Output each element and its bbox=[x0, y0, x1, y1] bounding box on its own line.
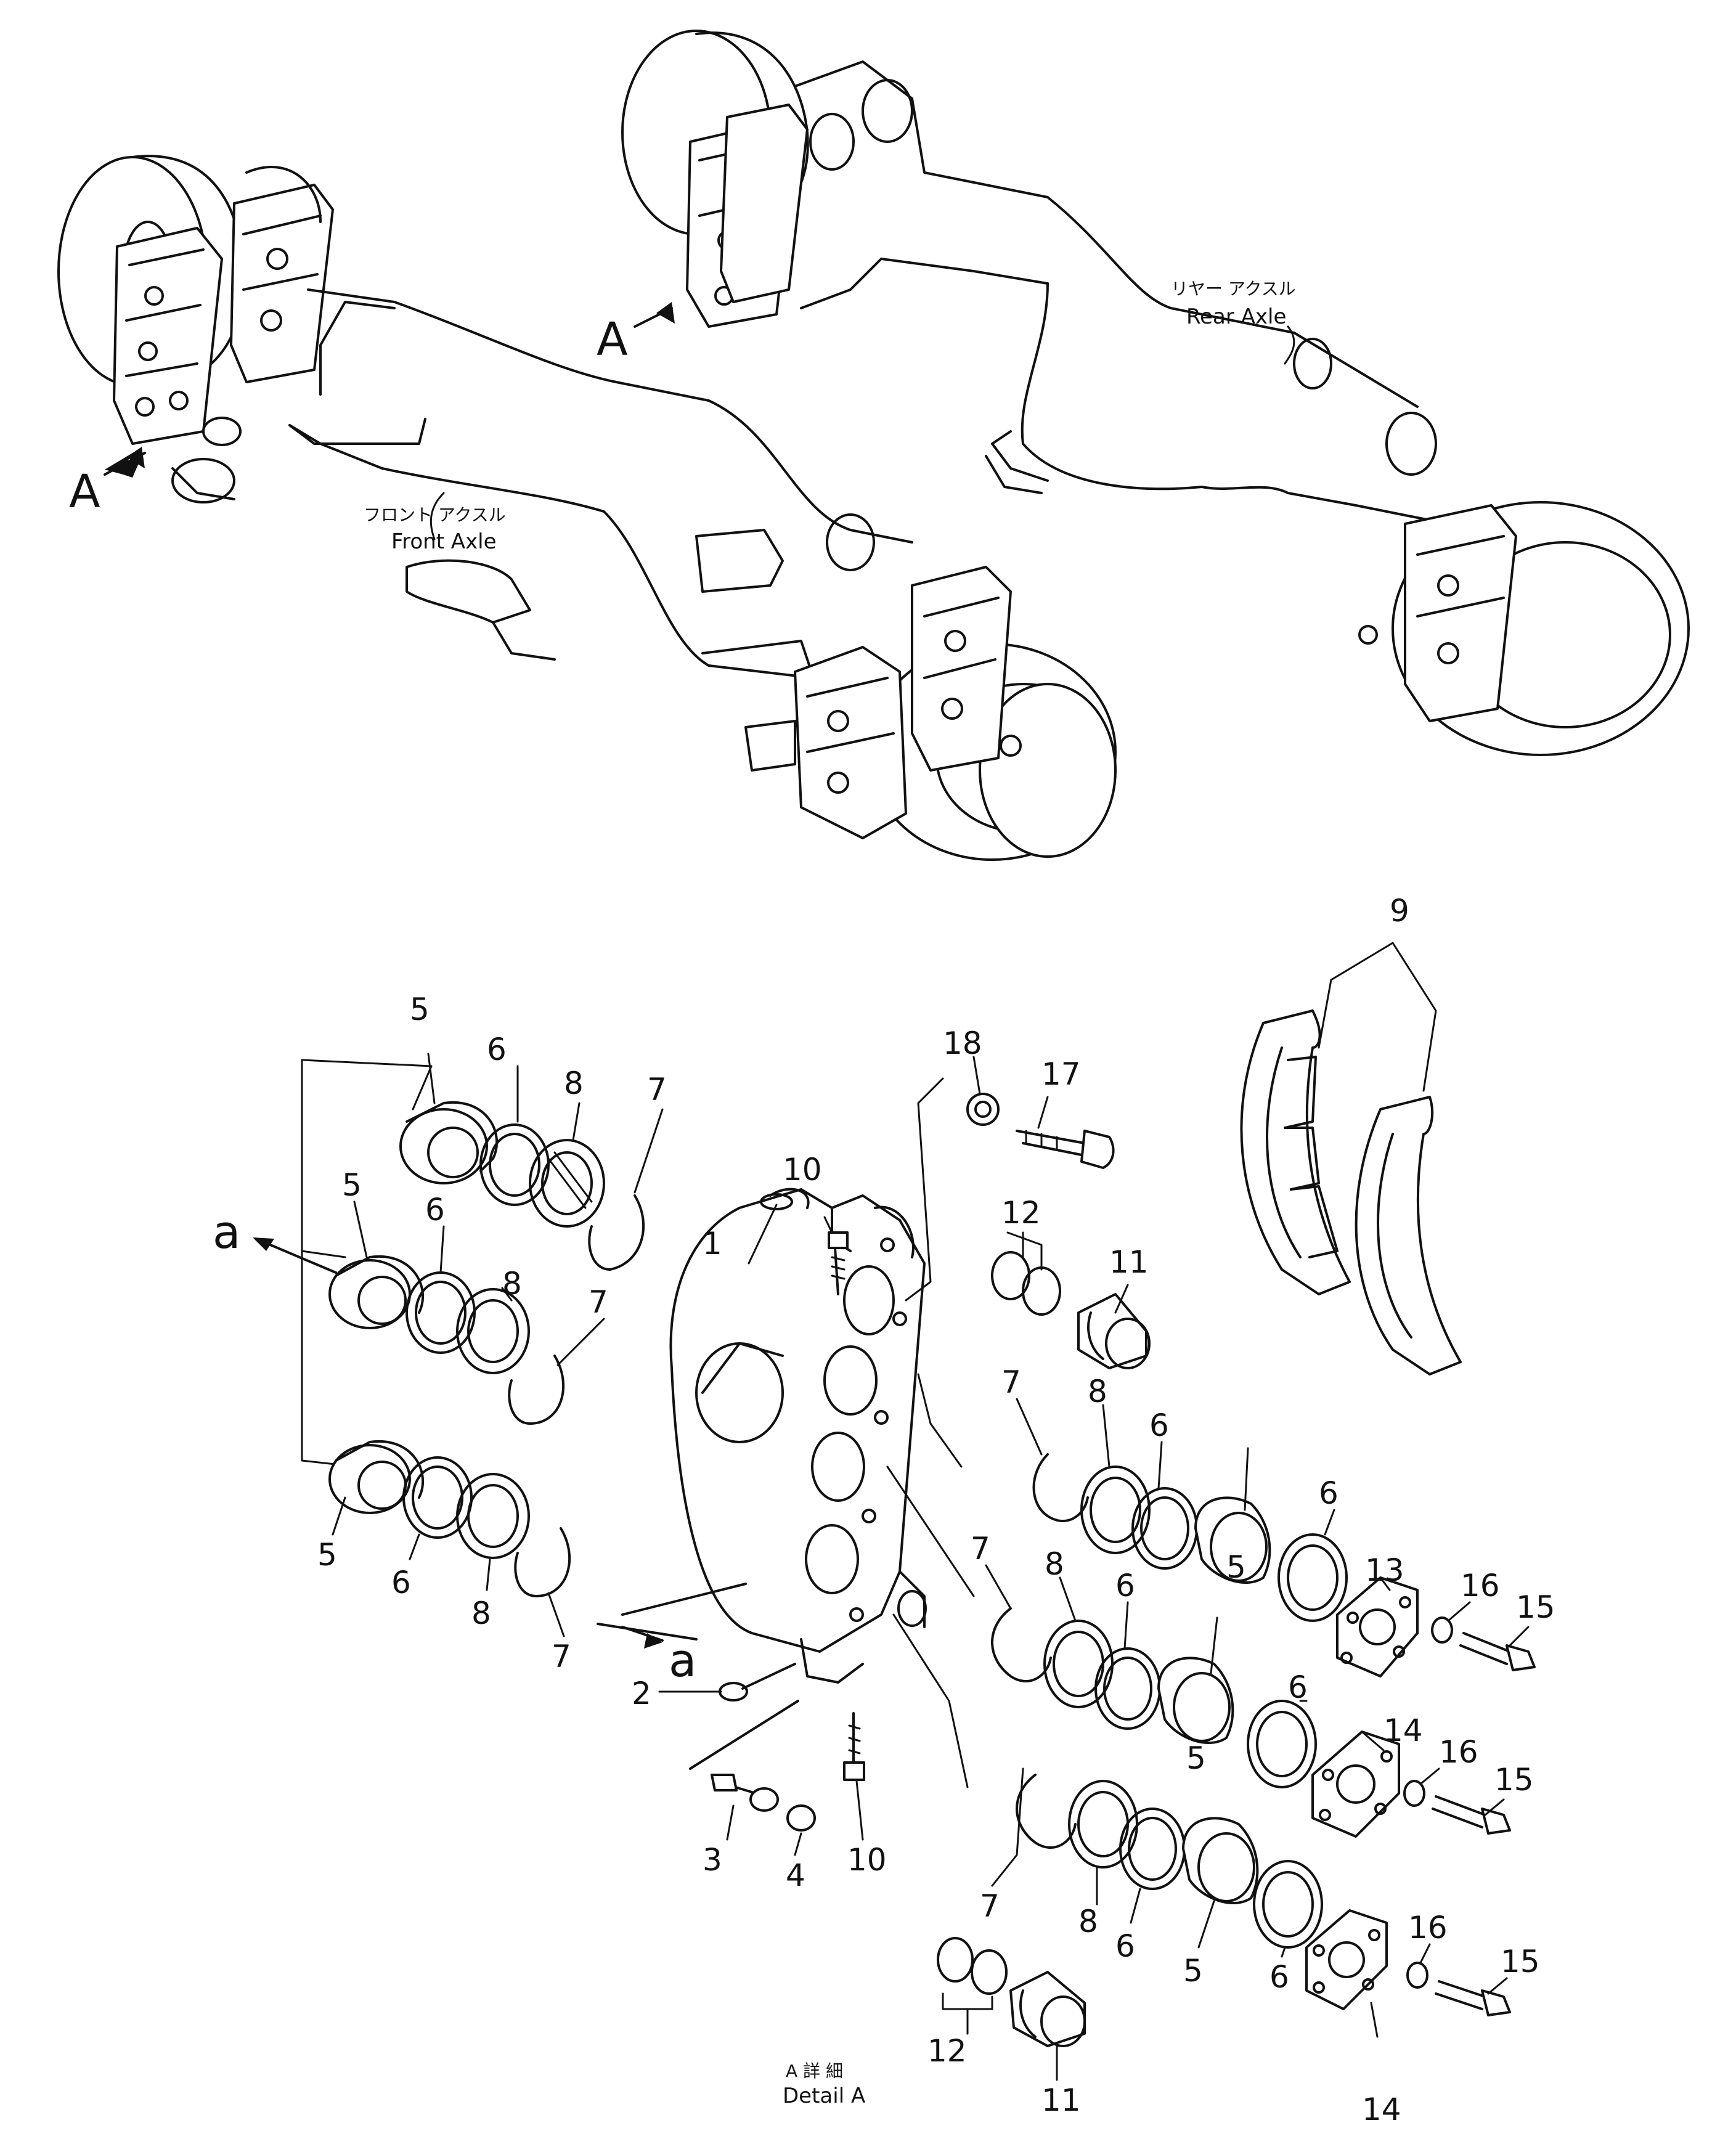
part-15-bolt-3 bbox=[1435, 1980, 1511, 2016]
front-axle-label-en: Front Axle bbox=[391, 529, 497, 554]
callout-8-e: 8 bbox=[1045, 1546, 1064, 1582]
part-11-pin-bottom bbox=[1009, 1971, 1086, 2047]
rear-axle-drawing bbox=[621, 30, 1690, 756]
callout-1: 1 bbox=[703, 1226, 722, 1262]
callout-6-g: 6 bbox=[1288, 1669, 1308, 1705]
callout-11-a: 11 bbox=[1109, 1244, 1149, 1280]
callout-7-d: 7 bbox=[1001, 1364, 1021, 1400]
callout-numbers: 1 2 3 4 5 5 5 5 5 5 6 6 6 6 6 6 6 6 6 7 … bbox=[317, 893, 1555, 2127]
callout-7-a: 7 bbox=[647, 1072, 667, 1107]
section-a-left: a bbox=[213, 1206, 240, 1259]
callout-18: 18 bbox=[943, 1025, 982, 1061]
callout-8-b: 8 bbox=[502, 1266, 522, 1302]
rear-axle-label: リヤー アクスル Rear Axle bbox=[1171, 279, 1296, 365]
part-9-brake-pads bbox=[1240, 942, 1462, 1376]
callout-16-a: 16 bbox=[1461, 1568, 1500, 1604]
callout-10-b: 10 bbox=[847, 1842, 887, 1878]
callout-14-b: 14 bbox=[1362, 2092, 1401, 2127]
callout-15-b: 15 bbox=[1494, 1762, 1534, 1798]
view-marker-rear: A bbox=[597, 313, 628, 366]
part-16-washer-3 bbox=[1406, 1962, 1428, 1989]
right-stack-row-3 bbox=[892, 1613, 1323, 1949]
section-a-arrow-left: a bbox=[213, 1206, 337, 1274]
part-12-orings-bottom bbox=[937, 1937, 1008, 2010]
part-12-orings-top bbox=[991, 1231, 1061, 1316]
detail-caption: A 詳 細 Detail A bbox=[783, 2061, 865, 2108]
part-15-bolt-1 bbox=[1459, 1632, 1536, 1671]
callout-9: 9 bbox=[1390, 893, 1409, 929]
left-stack-row-2 bbox=[328, 1255, 564, 1425]
callout-5-e: 5 bbox=[1186, 1740, 1206, 1776]
detail-caption-ja: A 詳 細 bbox=[786, 2061, 843, 2081]
callout-13: 13 bbox=[1365, 1552, 1404, 1588]
callout-2: 2 bbox=[632, 1676, 651, 1711]
callout-7-e: 7 bbox=[971, 1531, 990, 1567]
callout-10-a: 10 bbox=[783, 1152, 822, 1188]
callout-8-d: 8 bbox=[1088, 1374, 1107, 1409]
callout-5-d: 5 bbox=[1226, 1549, 1246, 1585]
callout-7-f: 7 bbox=[980, 1888, 1000, 1924]
front-axle-label: フロント アクスル Front Axle bbox=[364, 492, 506, 554]
callout-12-b: 12 bbox=[927, 2033, 967, 2069]
callout-5-b: 5 bbox=[342, 1167, 362, 1203]
callout-6-i: 6 bbox=[1269, 1959, 1289, 1995]
part-4-cap bbox=[786, 1804, 816, 1832]
callout-3: 3 bbox=[703, 1842, 722, 1878]
callout-6-d: 6 bbox=[1149, 1408, 1169, 1443]
callout-4: 4 bbox=[786, 1857, 805, 1893]
section-a-bottom: a bbox=[669, 1634, 696, 1687]
part-17-bolt bbox=[1016, 1130, 1115, 1169]
callout-15-c: 15 bbox=[1501, 1944, 1540, 1979]
callout-11-b: 11 bbox=[1041, 2082, 1081, 2118]
part-18-washer bbox=[905, 1077, 1000, 1302]
callout-6-f: 6 bbox=[1115, 1568, 1135, 1604]
callout-8-a: 8 bbox=[564, 1066, 584, 1101]
part-16-washer-2 bbox=[1403, 1780, 1425, 1807]
part-3-bleeder bbox=[689, 1700, 799, 1812]
view-arrow-front: A bbox=[69, 447, 146, 518]
part-13-cover bbox=[1336, 1576, 1419, 1677]
callout-17: 17 bbox=[1041, 1056, 1081, 1092]
view-marker-front: A bbox=[69, 465, 100, 518]
section-a-arrow-bottom: a bbox=[597, 1583, 747, 1687]
callout-7-b: 7 bbox=[589, 1284, 608, 1320]
callout-16-c: 16 bbox=[1408, 1910, 1448, 1946]
part-11-pin-top bbox=[1077, 1293, 1151, 1369]
callout-leaders bbox=[332, 1053, 1530, 2081]
callout-5-c: 5 bbox=[317, 1537, 337, 1573]
part-14-cover-bottom bbox=[1305, 1909, 1388, 2010]
part-15-bolt-2 bbox=[1432, 1795, 1511, 1835]
callout-12-a: 12 bbox=[1001, 1195, 1041, 1231]
callout-6-b: 6 bbox=[425, 1192, 445, 1228]
callout-14-a: 14 bbox=[1384, 1713, 1423, 1748]
right-stack-row-2 bbox=[886, 1465, 1317, 1788]
part-2-plug bbox=[719, 1663, 796, 1702]
rear-axle-label-en: Rear Axle bbox=[1186, 304, 1286, 329]
rear-axle-label-ja: リヤー アクスル bbox=[1171, 279, 1296, 299]
callout-8-f: 8 bbox=[1078, 1904, 1098, 1939]
callout-8-c: 8 bbox=[471, 1596, 491, 1631]
detail-caption-en: Detail A bbox=[783, 2084, 865, 2108]
callout-6-e: 6 bbox=[1319, 1475, 1339, 1511]
callout-6-a: 6 bbox=[487, 1032, 507, 1067]
bolt-10-top bbox=[828, 1231, 849, 1295]
part-16-washer-1 bbox=[1431, 1616, 1453, 1644]
left-stack-row-3 bbox=[328, 1440, 571, 1597]
left-stack-row-1 bbox=[399, 1101, 645, 1271]
right-stack-row-1 bbox=[917, 1373, 1348, 1622]
callout-6-c: 6 bbox=[391, 1565, 411, 1600]
caliper-body bbox=[669, 1188, 927, 1684]
front-axle-drawing bbox=[57, 155, 1117, 861]
view-arrow-rear: A bbox=[597, 302, 675, 366]
callout-15-a: 15 bbox=[1516, 1589, 1555, 1625]
callout-5-f: 5 bbox=[1183, 1953, 1203, 1989]
callout-16-b: 16 bbox=[1439, 1734, 1478, 1770]
front-axle-label-ja: フロント アクスル bbox=[364, 505, 506, 525]
callout-7-c: 7 bbox=[552, 1639, 571, 1674]
bolt-10-bottom bbox=[843, 1712, 865, 1781]
callout-5-a: 5 bbox=[410, 992, 430, 1027]
callout-6-h: 6 bbox=[1115, 1928, 1135, 1964]
